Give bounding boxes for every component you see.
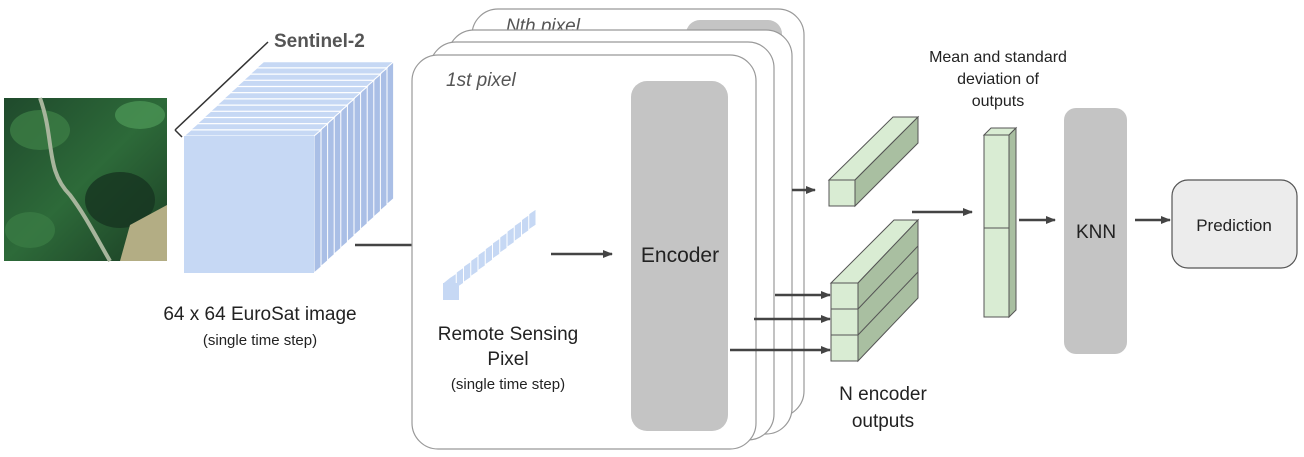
cube-layer-top <box>195 117 336 125</box>
sentinel-bracket <box>174 41 269 131</box>
cube-layer-top <box>248 67 389 75</box>
image-caption: 64 x 64 EuroSat image <box>163 304 356 325</box>
cube-layer-top <box>182 129 323 137</box>
sentinel-cube <box>182 60 395 275</box>
outputs-caption-2: outputs <box>852 411 914 432</box>
cube-layer-top <box>228 86 369 94</box>
pixel-front-face <box>443 283 459 300</box>
encoder-block <box>631 81 728 431</box>
prediction-box <box>1171 179 1298 269</box>
pixel-caption-2: Pixel <box>487 349 528 370</box>
cube-layer-top <box>189 123 329 131</box>
cube-layer-side <box>339 104 348 250</box>
pixel-caption-1: Remote Sensing <box>438 324 578 345</box>
image-caption-sub: (single time step) <box>203 332 317 349</box>
knn-block <box>1064 108 1127 354</box>
cube-layer-top <box>255 61 395 69</box>
eurosat-image <box>4 97 167 262</box>
encoder-outputs-stack <box>829 218 920 363</box>
cube-layer-side <box>320 122 329 268</box>
cube-layer-top <box>242 73 382 81</box>
cube-layer-side <box>333 110 342 256</box>
knn-label: KNN <box>1076 222 1116 243</box>
mean-std-bar <box>982 126 1018 319</box>
cube-layer-side <box>379 66 388 213</box>
encoder-label: Encoder <box>641 244 719 267</box>
single-output-bar <box>827 115 920 208</box>
stats-caption-1: Mean and standard <box>929 49 1067 66</box>
cube-layer-side <box>353 91 362 237</box>
remote-sensing-pixel <box>442 208 537 301</box>
outputs-caption-1: N encoder <box>839 384 927 405</box>
cube-layer-top <box>202 110 343 118</box>
cube-layer-side <box>346 97 355 244</box>
stats-caption-3: outputs <box>972 93 1024 110</box>
cube-layer-top <box>235 79 376 87</box>
cube-layer-side <box>372 73 381 219</box>
sentinel-bracket-tick <box>174 129 183 138</box>
cube-layer-side <box>386 60 395 206</box>
stats-caption-2: deviation of <box>957 71 1039 88</box>
pixel-caption-3: (single time step) <box>451 376 565 393</box>
cube-layer-side <box>359 85 368 231</box>
panel-first-label: 1st pixel <box>446 70 516 91</box>
prediction-label: Prediction <box>1196 216 1272 235</box>
cube-layer-side <box>366 79 375 225</box>
cube-layer-top <box>215 98 356 106</box>
cube-layer-side <box>326 116 335 262</box>
cube-layer-top <box>222 92 362 100</box>
sentinel-label: Sentinel-2 <box>274 31 365 52</box>
cube-layer-side <box>313 128 322 275</box>
cube-front-face <box>184 136 314 273</box>
cube-layer-top <box>209 104 349 112</box>
